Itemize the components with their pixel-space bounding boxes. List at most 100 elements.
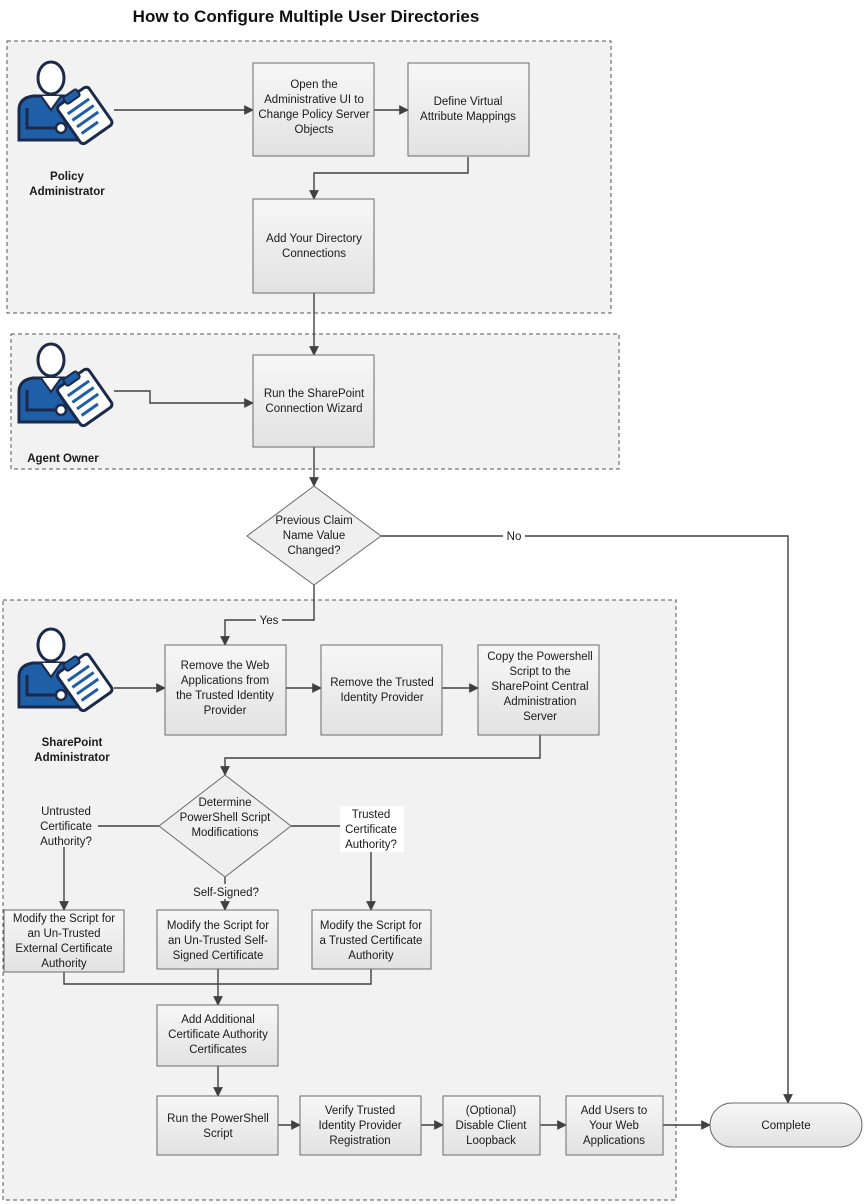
label-line: Disable Client <box>456 1120 528 1132</box>
step-modify-untrusted-self-box <box>156 909 279 970</box>
step-remove-provider-box <box>320 644 443 736</box>
label-line: Administrator <box>34 752 110 764</box>
label-line: Modify the Script for <box>167 920 269 932</box>
label-line: Script to the <box>509 666 570 678</box>
step-run-wizard-box <box>252 354 375 448</box>
label-line: Identity Provider <box>318 1120 401 1132</box>
connector-modify-trusted-merge <box>218 969 372 985</box>
label-line: Administrative UI to <box>264 94 364 106</box>
label-line: Authority <box>41 958 87 970</box>
label-line: Modify the Script for <box>13 913 115 925</box>
label-line: an Un-Trusted <box>27 928 100 940</box>
label-line: Agent Owner <box>27 453 99 465</box>
label-line: Certificate Authority <box>168 1029 268 1041</box>
label-line: Administration <box>504 696 577 708</box>
step-modify-untrusted-external-box <box>3 909 125 973</box>
label-line: Run the PowerShell <box>167 1113 269 1125</box>
label-line: Determine <box>198 797 251 809</box>
connector-define-mappings-to-add-connections <box>309 157 469 200</box>
connector-copy-script-to-script-decision <box>220 735 541 776</box>
connector-modify-untrusted-external-merge <box>63 972 218 985</box>
label-line: Applications <box>583 1135 645 1147</box>
step-add-users-box <box>565 1095 664 1156</box>
edge-label-self-signed-bg <box>188 884 264 899</box>
step-run-powershell-box <box>156 1095 279 1156</box>
step-open-ui-box <box>252 62 375 157</box>
label-line: Attribute Mappings <box>420 111 516 123</box>
step-modify-trusted-label: Modify the Script for a Trusted Certifica… <box>320 920 423 962</box>
step-copy-script-box <box>477 644 600 736</box>
edge-label-yes: Yes <box>260 615 279 627</box>
label-line: Run the SharePoint <box>264 388 365 400</box>
role-label-agent-owner: Agent Owner <box>27 453 99 465</box>
step-modify-trusted-box <box>311 909 432 970</box>
label-line: Modifications <box>191 827 258 839</box>
label-line: Untrusted <box>41 806 91 818</box>
label-line: Your Web <box>589 1120 639 1132</box>
label-line: Provider <box>204 705 247 717</box>
label-line: Add Your Directory <box>266 233 362 245</box>
edge-label-yes-bg <box>256 612 282 627</box>
label-line: Applications from <box>181 675 269 687</box>
label-line: a Trusted Certificate <box>320 935 423 947</box>
label-line: Remove the Web <box>181 660 270 672</box>
terminal-complete-label: Complete <box>761 1120 810 1132</box>
label-line: Authority <box>348 950 394 962</box>
label-line: SharePoint <box>42 737 103 749</box>
step-verify-provider-box <box>299 1095 422 1156</box>
label-line: Connection Wizard <box>265 403 362 415</box>
terminal-complete <box>709 1102 863 1148</box>
label-line: (Optional) <box>466 1105 517 1117</box>
edge-label-self-signed: Self-Signed? <box>193 887 259 899</box>
label-line: PowerShell Script <box>180 812 272 824</box>
label-line: Certificate <box>40 821 92 833</box>
label-line: Add Users to <box>581 1105 647 1117</box>
label-line: Define Virtual <box>434 96 503 108</box>
label-line: Modify the Script for <box>320 920 422 932</box>
label-line: Authority? <box>345 839 397 851</box>
label-line: Identity Provider <box>340 692 423 704</box>
label-line: Trusted <box>352 809 391 821</box>
page-title: How to Configure Multiple User Directori… <box>133 7 480 26</box>
label-line: Verify Trusted <box>325 1105 395 1117</box>
step-define-mappings-box <box>407 62 530 157</box>
label-line: Certificates <box>189 1044 247 1056</box>
label-line: Change Policy Server <box>258 109 369 121</box>
label-line: Objects <box>295 124 334 136</box>
label-line: Open the <box>290 79 337 91</box>
label-line: Copy the Powershell <box>487 651 592 663</box>
label-line: Server <box>523 711 557 723</box>
decision-claim-changed-diamond <box>246 485 382 586</box>
edge-label-untrusted-bg <box>34 803 98 847</box>
edge-label-no: No <box>507 531 522 543</box>
label-line: Authority? <box>40 836 92 848</box>
label-line: Script <box>203 1128 233 1140</box>
label-line: Name Value <box>283 530 345 542</box>
label-line: Policy <box>50 171 84 183</box>
edge-label-no-bg <box>503 528 525 543</box>
step-add-connections-box <box>252 198 375 294</box>
step-remove-web-apps-box <box>164 644 287 736</box>
decision-script-mods-diamond <box>158 774 292 878</box>
edge-label-trusted-bg <box>340 806 404 852</box>
label-line: Previous Claim <box>275 515 352 527</box>
step-add-ca-certs-box <box>156 1004 279 1067</box>
label-line: Certificate <box>345 824 397 836</box>
label-line: Signed Certificate <box>173 950 264 962</box>
label-line: Connections <box>282 248 346 260</box>
